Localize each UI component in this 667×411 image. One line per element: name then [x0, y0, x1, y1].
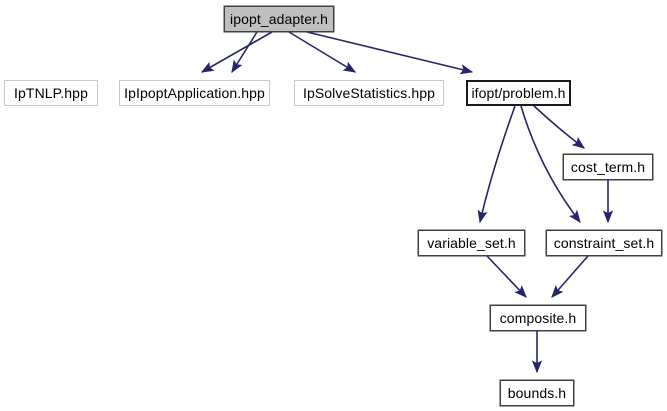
node-ifopt_problem[interactable]: ifopt/problem.h	[466, 80, 571, 106]
edge-ipopt_adapter-to-iptnlp	[231, 31, 258, 74]
edge-constraint_set-to-composite	[551, 255, 589, 298]
node-ipsolvestatistics[interactable]: IpSolveStatistics.hpp	[294, 80, 444, 106]
node-label: IpSolveStatistics.hpp	[302, 85, 436, 101]
node-label: composite.h	[499, 310, 577, 326]
node-composite[interactable]: composite.h	[490, 305, 586, 331]
edge-ipopt_adapter-to-ipipoptapplication	[200, 31, 273, 73]
node-label: variable_set.h	[427, 235, 516, 251]
node-label: bounds.h	[507, 385, 567, 401]
node-label: constraint_set.h	[553, 235, 655, 251]
node-cost_term[interactable]: cost_term.h	[563, 154, 653, 180]
edge-ipopt_adapter-to-ipsolvestatistics	[288, 31, 357, 73]
edge-ipopt_adapter-to-ifopt_problem	[306, 31, 474, 75]
node-label: IpTNLP.hpp	[14, 85, 88, 101]
edge-variable_set-to-composite	[486, 255, 527, 298]
node-variable_set[interactable]: variable_set.h	[418, 230, 525, 256]
node-bounds[interactable]: bounds.h	[500, 380, 574, 406]
node-constraint_set[interactable]: constraint_set.h	[546, 230, 662, 256]
edge-ifopt_problem-to-variable_set	[477, 105, 516, 224]
node-label: ipopt_adapter.h	[229, 11, 329, 27]
node-ipipoptapplication[interactable]: IpIpoptApplication.hpp	[119, 80, 270, 106]
node-label: IpIpoptApplication.hpp	[124, 85, 265, 101]
node-ipopt_adapter[interactable]: ipopt_adapter.h	[224, 6, 334, 32]
edge-ifopt_problem-to-cost_term	[533, 105, 586, 149]
node-label: ifopt/problem.h	[471, 85, 566, 101]
node-iptnlp[interactable]: IpTNLP.hpp	[4, 80, 98, 106]
node-label: cost_term.h	[570, 159, 646, 175]
